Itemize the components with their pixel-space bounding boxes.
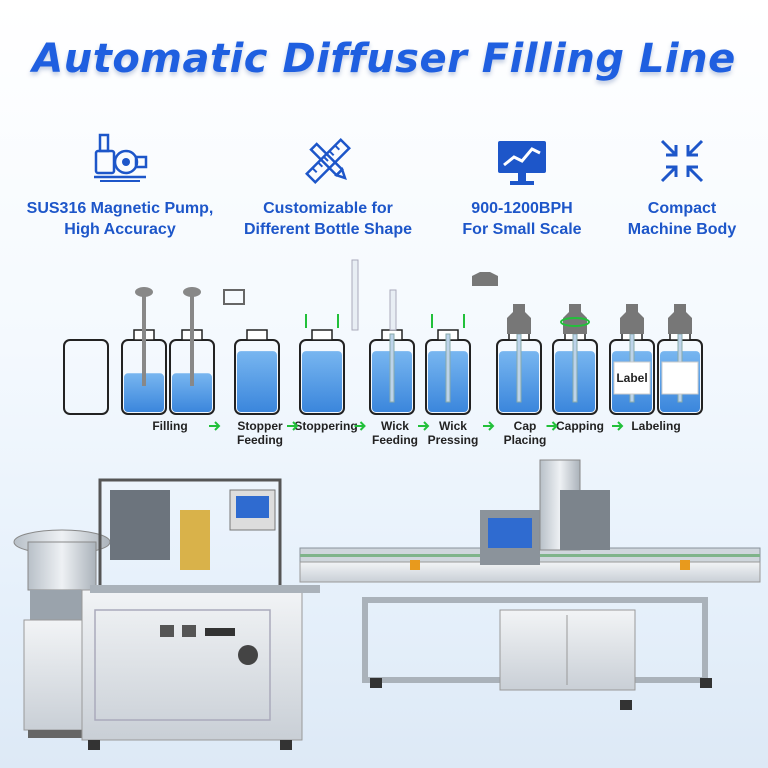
bottle — [63, 339, 109, 415]
process-step-label: Labeling — [631, 419, 680, 433]
process-step-label: Filling — [152, 419, 187, 433]
bottle — [425, 314, 471, 415]
pump-icon — [20, 130, 220, 192]
bottle — [234, 329, 280, 415]
bottle — [496, 304, 542, 415]
bottle — [657, 304, 703, 415]
process-arrow-icon — [612, 421, 624, 431]
filling-line-machine — [13, 459, 761, 750]
feature-label: 900-1200BPH For Small Scale — [462, 200, 582, 238]
process-arrow-icon — [354, 421, 366, 431]
bottle — [369, 329, 415, 415]
process-step-label: Stoppering — [294, 419, 357, 433]
process-arrow-icon — [418, 421, 430, 431]
bottle — [299, 314, 345, 415]
bottle-label-text: Label — [616, 371, 647, 385]
process-step-label: Capping — [556, 419, 604, 433]
feature-bottle-shape: Customizable for Different Bottle Shape — [228, 130, 428, 240]
compress-arrows-icon — [582, 130, 768, 192]
monitor-chart-icon — [422, 130, 622, 192]
bottle — [552, 304, 598, 415]
feature-label: Compact Machine Body — [627, 200, 737, 238]
process-arrow-icon — [209, 421, 221, 431]
page-title: Automatic Diffuser Filling Line — [32, 36, 736, 82]
process-arrow-icon — [546, 421, 558, 431]
feature-pump: SUS316 Magnetic Pump, High Accuracy — [20, 130, 220, 240]
feature-compact: Compact Machine Body — [582, 130, 768, 240]
capping-labeling-machine — [362, 459, 712, 710]
ruler-pencil-icon — [228, 130, 428, 192]
bottle — [609, 304, 655, 415]
filling-stoppering-machine — [81, 478, 320, 750]
bottle — [121, 287, 167, 415]
feature-capacity: 900-1200BPH For Small Scale — [422, 130, 622, 240]
process-arrow-icon — [483, 421, 495, 431]
feature-label: Customizable for Different Bottle Shape — [243, 200, 412, 238]
feature-label: SUS316 Magnetic Pump, High Accuracy — [26, 200, 214, 238]
bottle — [169, 287, 215, 415]
process-arrow-icon — [287, 421, 299, 431]
